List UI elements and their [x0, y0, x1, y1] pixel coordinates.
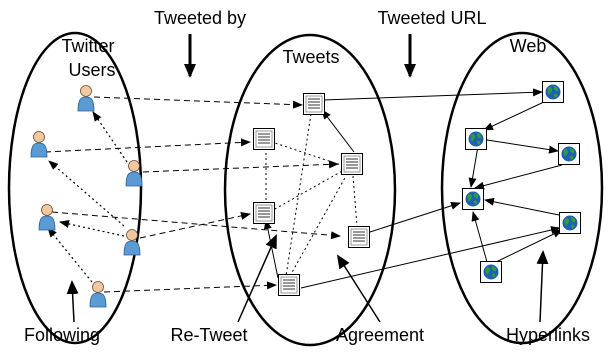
edge-following: [47, 227, 93, 283]
edge-tweeted-url: [300, 226, 561, 289]
bottom-pointer-arrows: [66, 234, 549, 323]
user-icon: [38, 204, 56, 231]
tweet-document-icon: [348, 226, 370, 248]
tweet-document-icon: [253, 128, 275, 150]
retweet-label: Re-Tweet: [170, 325, 247, 345]
web-ellipse: [440, 31, 604, 345]
edge-agreement: [352, 175, 358, 227]
edge-agreement: [289, 175, 347, 277]
edge-tweeted-by: [103, 281, 277, 293]
following-edges: [47, 111, 128, 283]
tweet-document-icon: [278, 274, 300, 296]
web-globe-icon: [462, 188, 484, 210]
web-nodes: [462, 81, 581, 283]
edge-hyperlink: [486, 139, 559, 154]
edge-tweeted-by: [44, 138, 251, 153]
user-nodes: [30, 85, 143, 308]
tweets-title: Tweets: [282, 47, 339, 67]
edge-hyperlink: [474, 164, 563, 190]
tweets-ellipse: [223, 33, 397, 347]
web-title: Web: [510, 36, 547, 56]
web-globe-icon: [559, 212, 581, 234]
following-pointer-arrow: [66, 280, 79, 323]
edge-hyperlink: [483, 100, 547, 131]
retweet-edges: [263, 109, 355, 279]
edge-retweet: [321, 109, 355, 153]
web-globe-icon: [542, 81, 564, 103]
edge-hyperlink: [484, 197, 560, 216]
edge-hyperlink: [493, 229, 563, 264]
edge-tweeted-url: [322, 88, 543, 101]
tweet-document-icon: [303, 93, 325, 115]
web-globe-icon: [558, 143, 580, 165]
tweeted-url-edges: [300, 88, 561, 289]
following-label: Following: [24, 325, 100, 345]
tweeted-url-label: Tweeted URL: [377, 8, 486, 28]
tweet-document-icon: [341, 153, 363, 175]
edge-retweet: [263, 219, 279, 279]
edge-tweeted-by: [142, 160, 339, 173]
edge-hyperlink: [471, 211, 488, 263]
twitter-users-title-line2: Users: [68, 60, 115, 80]
edge-following: [92, 111, 128, 163]
hyperlink-edges: [468, 100, 563, 264]
edge-following: [59, 220, 125, 237]
edge-tweeted-by: [139, 212, 251, 239]
edge-hyperlink: [468, 145, 479, 188]
edge-agreement: [265, 139, 345, 167]
edge-agreement: [285, 113, 312, 277]
user-icon: [89, 281, 107, 308]
tweet-nodes: [253, 93, 370, 296]
web-globe-icon: [480, 261, 502, 283]
retweet-pointer-arrow: [237, 234, 277, 323]
hyperlinks-label: Hyperlinks: [506, 325, 590, 345]
edge-following: [48, 160, 125, 227]
hyperlinks-pointer-arrow: [536, 250, 549, 323]
agreement-edges: [265, 113, 358, 277]
users-ellipse: [7, 31, 143, 345]
edge-tweeted-by: [51, 211, 341, 240]
agreement-pointer-arrow: [336, 254, 381, 323]
twitter-users-title-line1: Twitter: [61, 36, 114, 56]
user-icon: [77, 85, 95, 112]
user-icon: [30, 131, 48, 158]
tweeted-by-edges: [44, 96, 341, 293]
tweeted-by-label: Tweeted by: [154, 8, 246, 28]
edge-agreement: [265, 169, 345, 215]
agreement-label: Agreement: [336, 325, 424, 345]
edge-tweeted-url: [369, 201, 461, 233]
web-globe-icon: [465, 128, 487, 150]
tweet-document-icon: [253, 202, 275, 224]
edge-tweeted-by: [93, 96, 303, 109]
